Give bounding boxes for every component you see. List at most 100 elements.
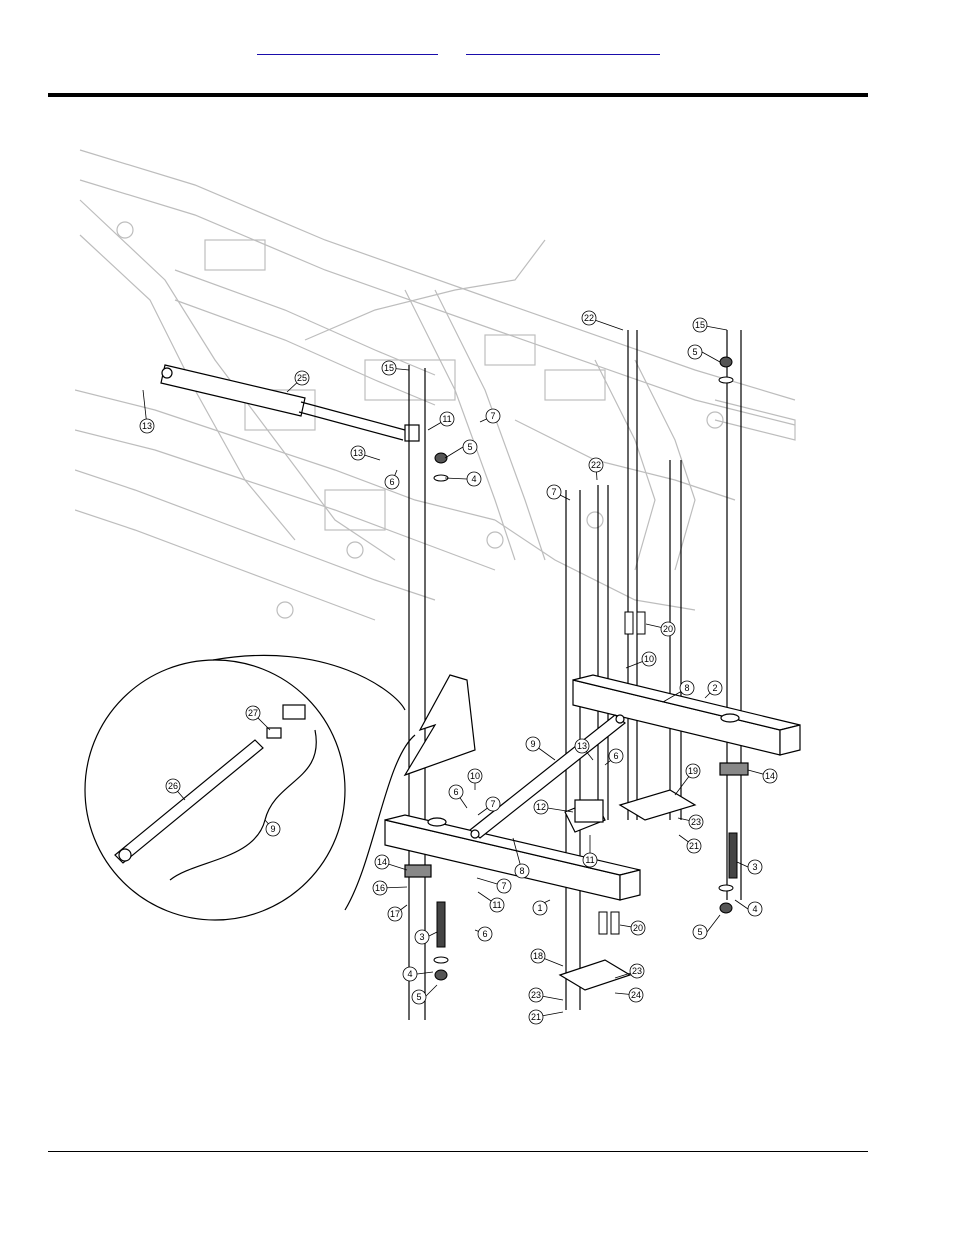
svg-text:15: 15: [695, 320, 705, 330]
svg-text:9: 9: [530, 739, 535, 749]
callout-13a: 13: [140, 390, 154, 433]
callout-7a: 7: [480, 409, 500, 423]
svg-text:5: 5: [697, 927, 702, 937]
callout-17: 17: [388, 905, 407, 921]
bar-1: [385, 815, 640, 900]
svg-text:3: 3: [419, 932, 424, 942]
callout-22a: 22: [582, 311, 623, 330]
svg-text:13: 13: [353, 448, 363, 458]
callout-13b: 13: [351, 446, 380, 460]
svg-text:26: 26: [168, 781, 178, 791]
svg-text:3: 3: [752, 862, 757, 872]
direction-arrow: [405, 675, 475, 775]
callout-14b: 14: [748, 769, 777, 783]
callout-4a: 4: [403, 967, 433, 981]
svg-text:14: 14: [377, 857, 387, 867]
callout-11c: 11: [583, 835, 597, 867]
callout-22b: 22: [589, 458, 603, 480]
parts-diagram: 1 2 3 3 4 4 4 5 5 5 5 6 6 6 6 7 7 7 7 8 …: [75, 140, 815, 1065]
svg-text:9: 9: [270, 824, 275, 834]
header-link-1[interactable]: [257, 40, 438, 55]
callout-1: 1: [533, 900, 550, 915]
callout-3a: 3: [415, 930, 437, 944]
svg-text:15: 15: [384, 363, 394, 373]
svg-text:20: 20: [633, 923, 643, 933]
callout-2: 2: [705, 681, 722, 698]
header-rule: [48, 93, 868, 97]
callout-9a: 9: [526, 737, 555, 760]
svg-text:7: 7: [490, 799, 495, 809]
callout-5b: 5: [445, 440, 477, 458]
svg-text:11: 11: [442, 414, 451, 424]
callout-11a: 11: [428, 412, 454, 430]
callout-15b: 15: [693, 318, 727, 332]
svg-text:11: 11: [492, 900, 501, 910]
callout-5d: 5: [693, 915, 720, 939]
callout-16: 16: [373, 881, 407, 895]
svg-text:5: 5: [467, 442, 472, 452]
svg-text:23: 23: [691, 817, 701, 827]
svg-text:7: 7: [490, 411, 495, 421]
callout-25: 25: [287, 371, 309, 392]
callout-4b: 4: [445, 472, 481, 486]
svg-text:21: 21: [689, 841, 699, 851]
svg-text:8: 8: [519, 866, 524, 876]
callout-14a: 14: [375, 855, 407, 870]
svg-text:10: 10: [470, 771, 480, 781]
svg-text:4: 4: [471, 474, 476, 484]
svg-text:4: 4: [407, 969, 412, 979]
svg-text:22: 22: [591, 460, 601, 470]
vertical-shafts: [409, 330, 741, 1020]
svg-text:18: 18: [533, 951, 543, 961]
svg-text:8: 8: [684, 683, 689, 693]
svg-text:6: 6: [453, 787, 458, 797]
svg-text:21: 21: [531, 1012, 541, 1022]
svg-text:27: 27: [248, 708, 258, 718]
svg-text:6: 6: [482, 929, 487, 939]
callout-10a: 10: [468, 769, 482, 790]
svg-text:6: 6: [389, 477, 394, 487]
callout-4c: 4: [735, 900, 762, 916]
callout-23c: 23: [529, 988, 563, 1002]
callout-21a: 21: [679, 835, 701, 853]
callout-20b: 20: [620, 921, 645, 935]
callout-21b: 21: [529, 1010, 563, 1024]
header-link-2[interactable]: [466, 40, 660, 55]
svg-text:19: 19: [688, 766, 698, 776]
svg-text:13: 13: [142, 421, 152, 431]
svg-text:13: 13: [577, 741, 587, 751]
svg-text:12: 12: [536, 802, 546, 812]
svg-text:5: 5: [416, 992, 421, 1002]
svg-text:5: 5: [692, 347, 697, 357]
svg-text:4: 4: [752, 904, 757, 914]
svg-text:1: 1: [537, 903, 542, 913]
svg-text:22: 22: [584, 313, 594, 323]
callout-5c: 5: [688, 345, 720, 362]
svg-text:17: 17: [390, 909, 400, 919]
callout-7d: 7: [477, 878, 511, 893]
svg-text:7: 7: [551, 487, 556, 497]
parts-diagram-svg: 1 2 3 3 4 4 4 5 5 5 5 6 6 6 6 7 7 7 7 8 …: [75, 140, 815, 1065]
inset-detail: [85, 655, 415, 920]
svg-text:16: 16: [375, 883, 385, 893]
callout-18: 18: [531, 949, 563, 966]
svg-text:25: 25: [297, 373, 307, 383]
svg-text:2: 2: [712, 683, 717, 693]
svg-text:20: 20: [663, 624, 673, 634]
footer-rule: [48, 1151, 868, 1152]
svg-text:24: 24: [631, 990, 641, 1000]
svg-text:23: 23: [632, 966, 642, 976]
svg-text:11: 11: [585, 855, 594, 865]
svg-text:23: 23: [531, 990, 541, 1000]
callout-19: 19: [675, 764, 700, 795]
svg-text:7: 7: [501, 881, 506, 891]
callout-24: 24: [615, 988, 643, 1002]
svg-text:6: 6: [613, 751, 618, 761]
callout-23a: 23: [678, 815, 703, 829]
callout-6a: 6: [385, 470, 399, 489]
callout-6b: 6: [449, 785, 467, 808]
svg-text:14: 14: [765, 771, 775, 781]
pivot-block-12: [565, 800, 605, 832]
callout-6c: 6: [475, 927, 492, 941]
callout-20a: 20: [646, 622, 675, 636]
